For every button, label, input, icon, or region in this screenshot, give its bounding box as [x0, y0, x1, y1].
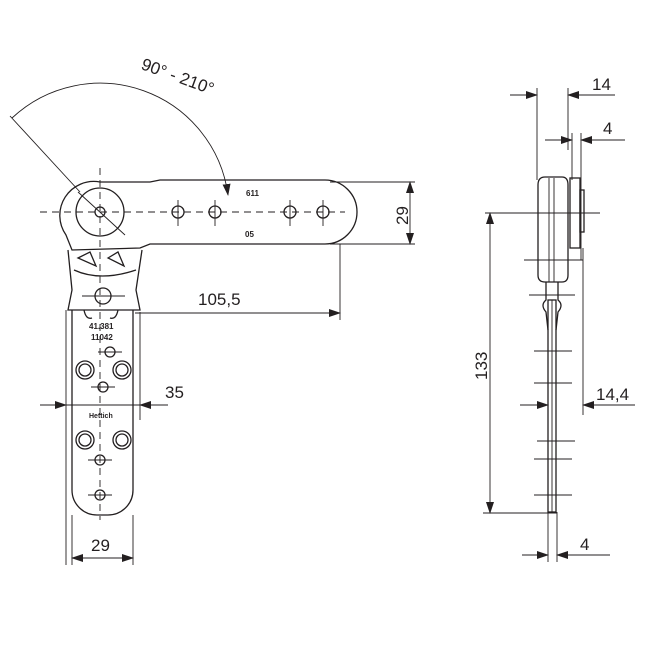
dim-arm-width: 29: [393, 206, 412, 225]
side-view: 14 4 133 14,4 4: [472, 75, 635, 562]
dim-side-height: 133: [472, 352, 491, 380]
marking-611: 611: [246, 189, 259, 198]
hinge-arm: [59, 179, 358, 251]
side-body: [537, 176, 569, 283]
plate-holes: [75, 346, 132, 501]
dim-arm-length: 105,5: [198, 290, 241, 309]
angle-label: 90° - 210°: [139, 55, 217, 99]
marking-05: 05: [245, 230, 254, 239]
dim-bracket-width: 29: [91, 536, 110, 555]
dim-side-plate: 4: [603, 119, 612, 138]
hettich-logo: Hettich: [89, 413, 113, 420]
arm-holes: [171, 200, 330, 226]
part-number: 41.381: [89, 322, 114, 331]
mounting-plate: [71, 310, 134, 516]
dim-side-thickness: 4: [580, 535, 589, 554]
angle-arc: [11, 82, 231, 196]
dim-side-depth: 14: [592, 75, 611, 94]
part-code: 11042: [91, 333, 113, 342]
dim-bracket-offset: 35: [165, 383, 184, 402]
front-view: 90° - 210° 611 05: [9, 55, 415, 565]
dim-side-offset: 14,4: [596, 385, 629, 404]
